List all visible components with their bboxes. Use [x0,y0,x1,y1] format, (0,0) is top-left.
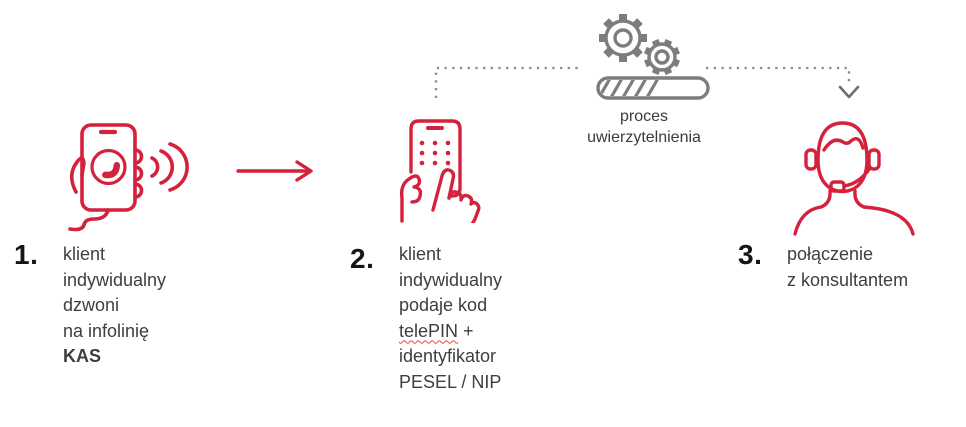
consultant-headset-icon [793,121,915,236]
step-3-line: z konsultantem [787,269,909,290]
phone-body [80,123,137,212]
call-badge [90,148,127,186]
step-2-line: PESEL / NIP [399,371,502,392]
step-2-line: klient [399,244,442,264]
step-3-number: 3. [738,239,763,270]
sound-waves [150,142,189,192]
down-arrow-icon [838,85,860,99]
hair [822,137,865,152]
telepin-word: telePIN [399,320,459,341]
right-arrow-icon [236,160,313,182]
step-2-number: 2. [350,243,375,274]
wrist [68,208,110,232]
progress-bar-icon [596,76,710,100]
microphone [829,180,846,193]
gears-icon [596,14,710,100]
shoulder-left [793,205,823,236]
phone-keypad-touch-icon [399,119,481,223]
left-dotted-connector [434,66,579,98]
index-finger [431,168,456,212]
ear-cup-right [867,148,881,171]
step-1-line: dzwoni [63,295,120,315]
handset-glyph [102,161,121,179]
auth-process-label-line2: uwierzytelnienia [587,128,701,146]
step-2-line: podaje kod [399,295,488,315]
step-2-line: identyfikator [399,346,497,366]
keypad-dots [419,140,451,166]
step-2-text: klient indywidualny podaje kod telePIN +… [399,242,502,395]
step-1-number: 1. [14,239,39,270]
step-1-line: klient [63,244,106,264]
step-2-line: indywidualny [399,269,503,290]
auth-process-label-line1: proces [619,108,669,125]
step-1-line: indywidualny [63,269,167,290]
right-dotted-connector [706,66,851,85]
step-1-line-kas: KAS [63,346,102,366]
step-3-line: połączenie [787,244,874,264]
mic-boom [842,166,872,188]
thumb [69,156,86,194]
gear-large [599,14,647,62]
phone-call-sound-waves-icon [68,123,189,232]
telepin-plus: + [458,320,474,341]
auth-process-label: proces uwierzytelnienia [562,107,726,148]
neck-right [853,189,866,209]
neck-left [819,189,832,209]
ear-cup-left [804,148,818,171]
step-2-line-telepin: telePIN + [399,319,502,345]
palm-edge [399,174,423,223]
step-1-text: klient indywidualny dzwoni na infolinię … [63,242,166,370]
fingers [133,148,144,199]
knuckles [447,190,481,223]
step-3-text: połączenie z konsultantem [787,242,908,293]
shoulder-right [862,205,915,236]
gear-small [644,39,680,75]
step-1-line: na infolinię [63,320,150,341]
